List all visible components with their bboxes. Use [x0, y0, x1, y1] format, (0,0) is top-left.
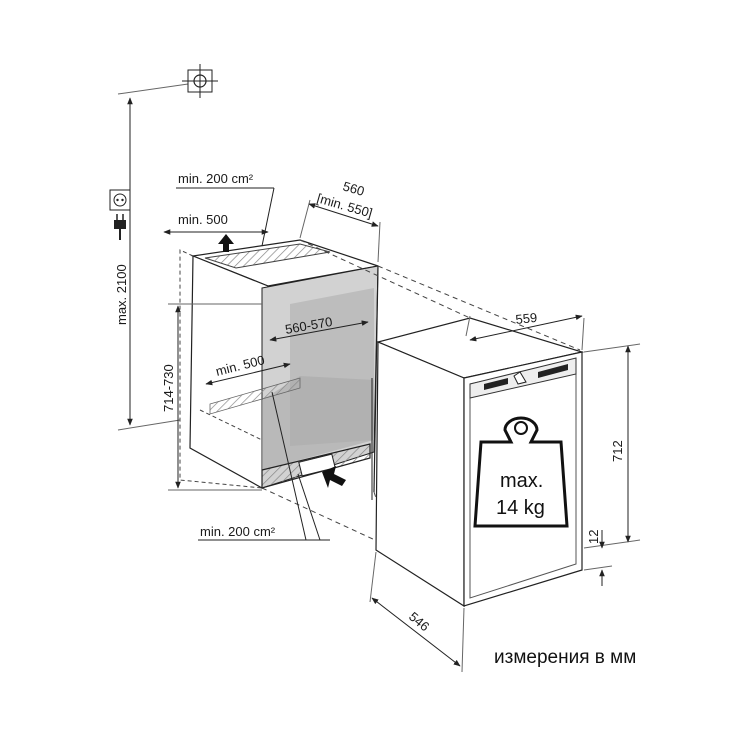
arrow-in-icon	[322, 466, 346, 488]
arrow-up-icon	[218, 234, 234, 252]
plug-icon	[114, 214, 126, 240]
plinth-offset-dimension: 12	[583, 530, 613, 586]
niche-height-label: 714-730	[161, 364, 176, 412]
max-height-label: max. 2100	[114, 264, 129, 325]
niche-width-label: 560	[341, 178, 366, 198]
bottom-vent-annotations: min. 200 cm²	[198, 391, 330, 541]
max-height-dimension: max. 2100	[114, 81, 203, 431]
appliance-height-dimension: 712	[583, 343, 641, 549]
target-icon	[182, 64, 218, 98]
max-weight-line1: max.	[500, 470, 543, 492]
niche-width-min-label: [min. 550]	[315, 190, 374, 220]
units-caption: измерения в мм	[494, 647, 637, 668]
appliance-width-label: 559	[515, 310, 538, 327]
top-vent-depth-label: min. 500	[178, 212, 228, 227]
bottom-vent-area-label: min. 200 cm²	[200, 524, 276, 539]
top-vent-area-label: min. 200 cm²	[178, 171, 254, 186]
weight-icon: max. 14 kg	[473, 416, 569, 528]
niche-height-dimension: 714-730	[161, 303, 262, 491]
plinth-offset-label: 12	[586, 530, 601, 544]
socket-icon	[109, 189, 131, 211]
appliance-height-label: 712	[610, 440, 625, 462]
max-weight-line2: 14 kg	[496, 497, 545, 519]
appliance-width-dimension: 559	[465, 310, 585, 351]
niche-cabinet	[179, 239, 379, 493]
appliance-depth-label: 546	[406, 609, 432, 634]
top-vent-annotations: min. 200 cm² min. 500	[163, 171, 275, 247]
